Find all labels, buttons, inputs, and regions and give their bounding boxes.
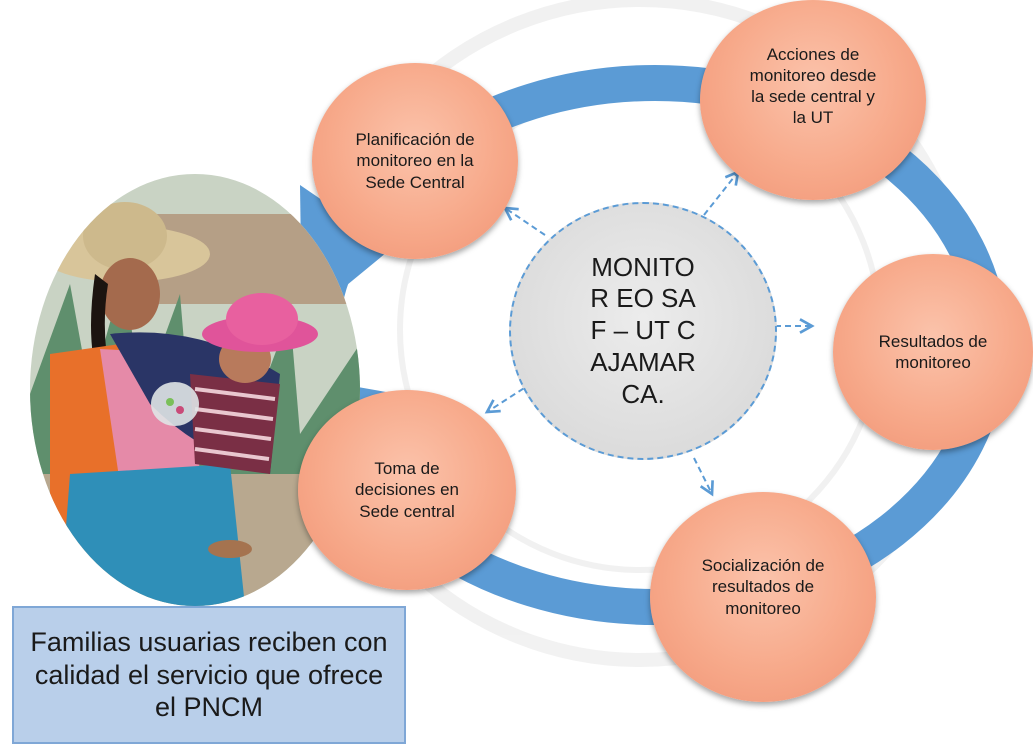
node-resultados: Resultados de monitoreo xyxy=(833,254,1033,450)
arrow-to-toma xyxy=(487,382,533,412)
node-socializacion-label: Socialización de resultados de monitoreo xyxy=(701,556,825,618)
node-planificacion: Planificación de monitoreo en la Sede Ce… xyxy=(312,63,518,259)
node-acciones: Acciones de monitoreo desde la sede cent… xyxy=(700,0,926,200)
node-acciones-label: Acciones de monitoreo desde la sede cent… xyxy=(749,44,877,128)
node-toma-label: Toma de decisiones en Sede central xyxy=(355,459,459,521)
arrow-to-acciones xyxy=(703,172,738,216)
center-circle: MONITOR EO SAF – UT CAJAMAR CA. xyxy=(509,202,777,460)
node-planificacion-label: Planificación de monitoreo en la Sede Ce… xyxy=(355,130,475,192)
node-toma: Toma de decisiones en Sede central xyxy=(298,390,516,590)
arrow-to-planificacion xyxy=(505,208,546,236)
photo-mother-and-child-icon xyxy=(30,174,360,606)
caption-text: Familias usuarias reciben con calidad el… xyxy=(30,627,388,723)
node-resultados-label: Resultados de monitoreo xyxy=(878,331,988,372)
arrow-to-socializacion xyxy=(693,457,712,494)
caption-box: Familias usuarias reciben con calidad el… xyxy=(12,606,406,744)
node-socializacion: Socialización de resultados de monitoreo xyxy=(650,492,876,702)
center-label: MONITOR EO SAF – UT CAJAMAR CA. xyxy=(590,251,696,409)
